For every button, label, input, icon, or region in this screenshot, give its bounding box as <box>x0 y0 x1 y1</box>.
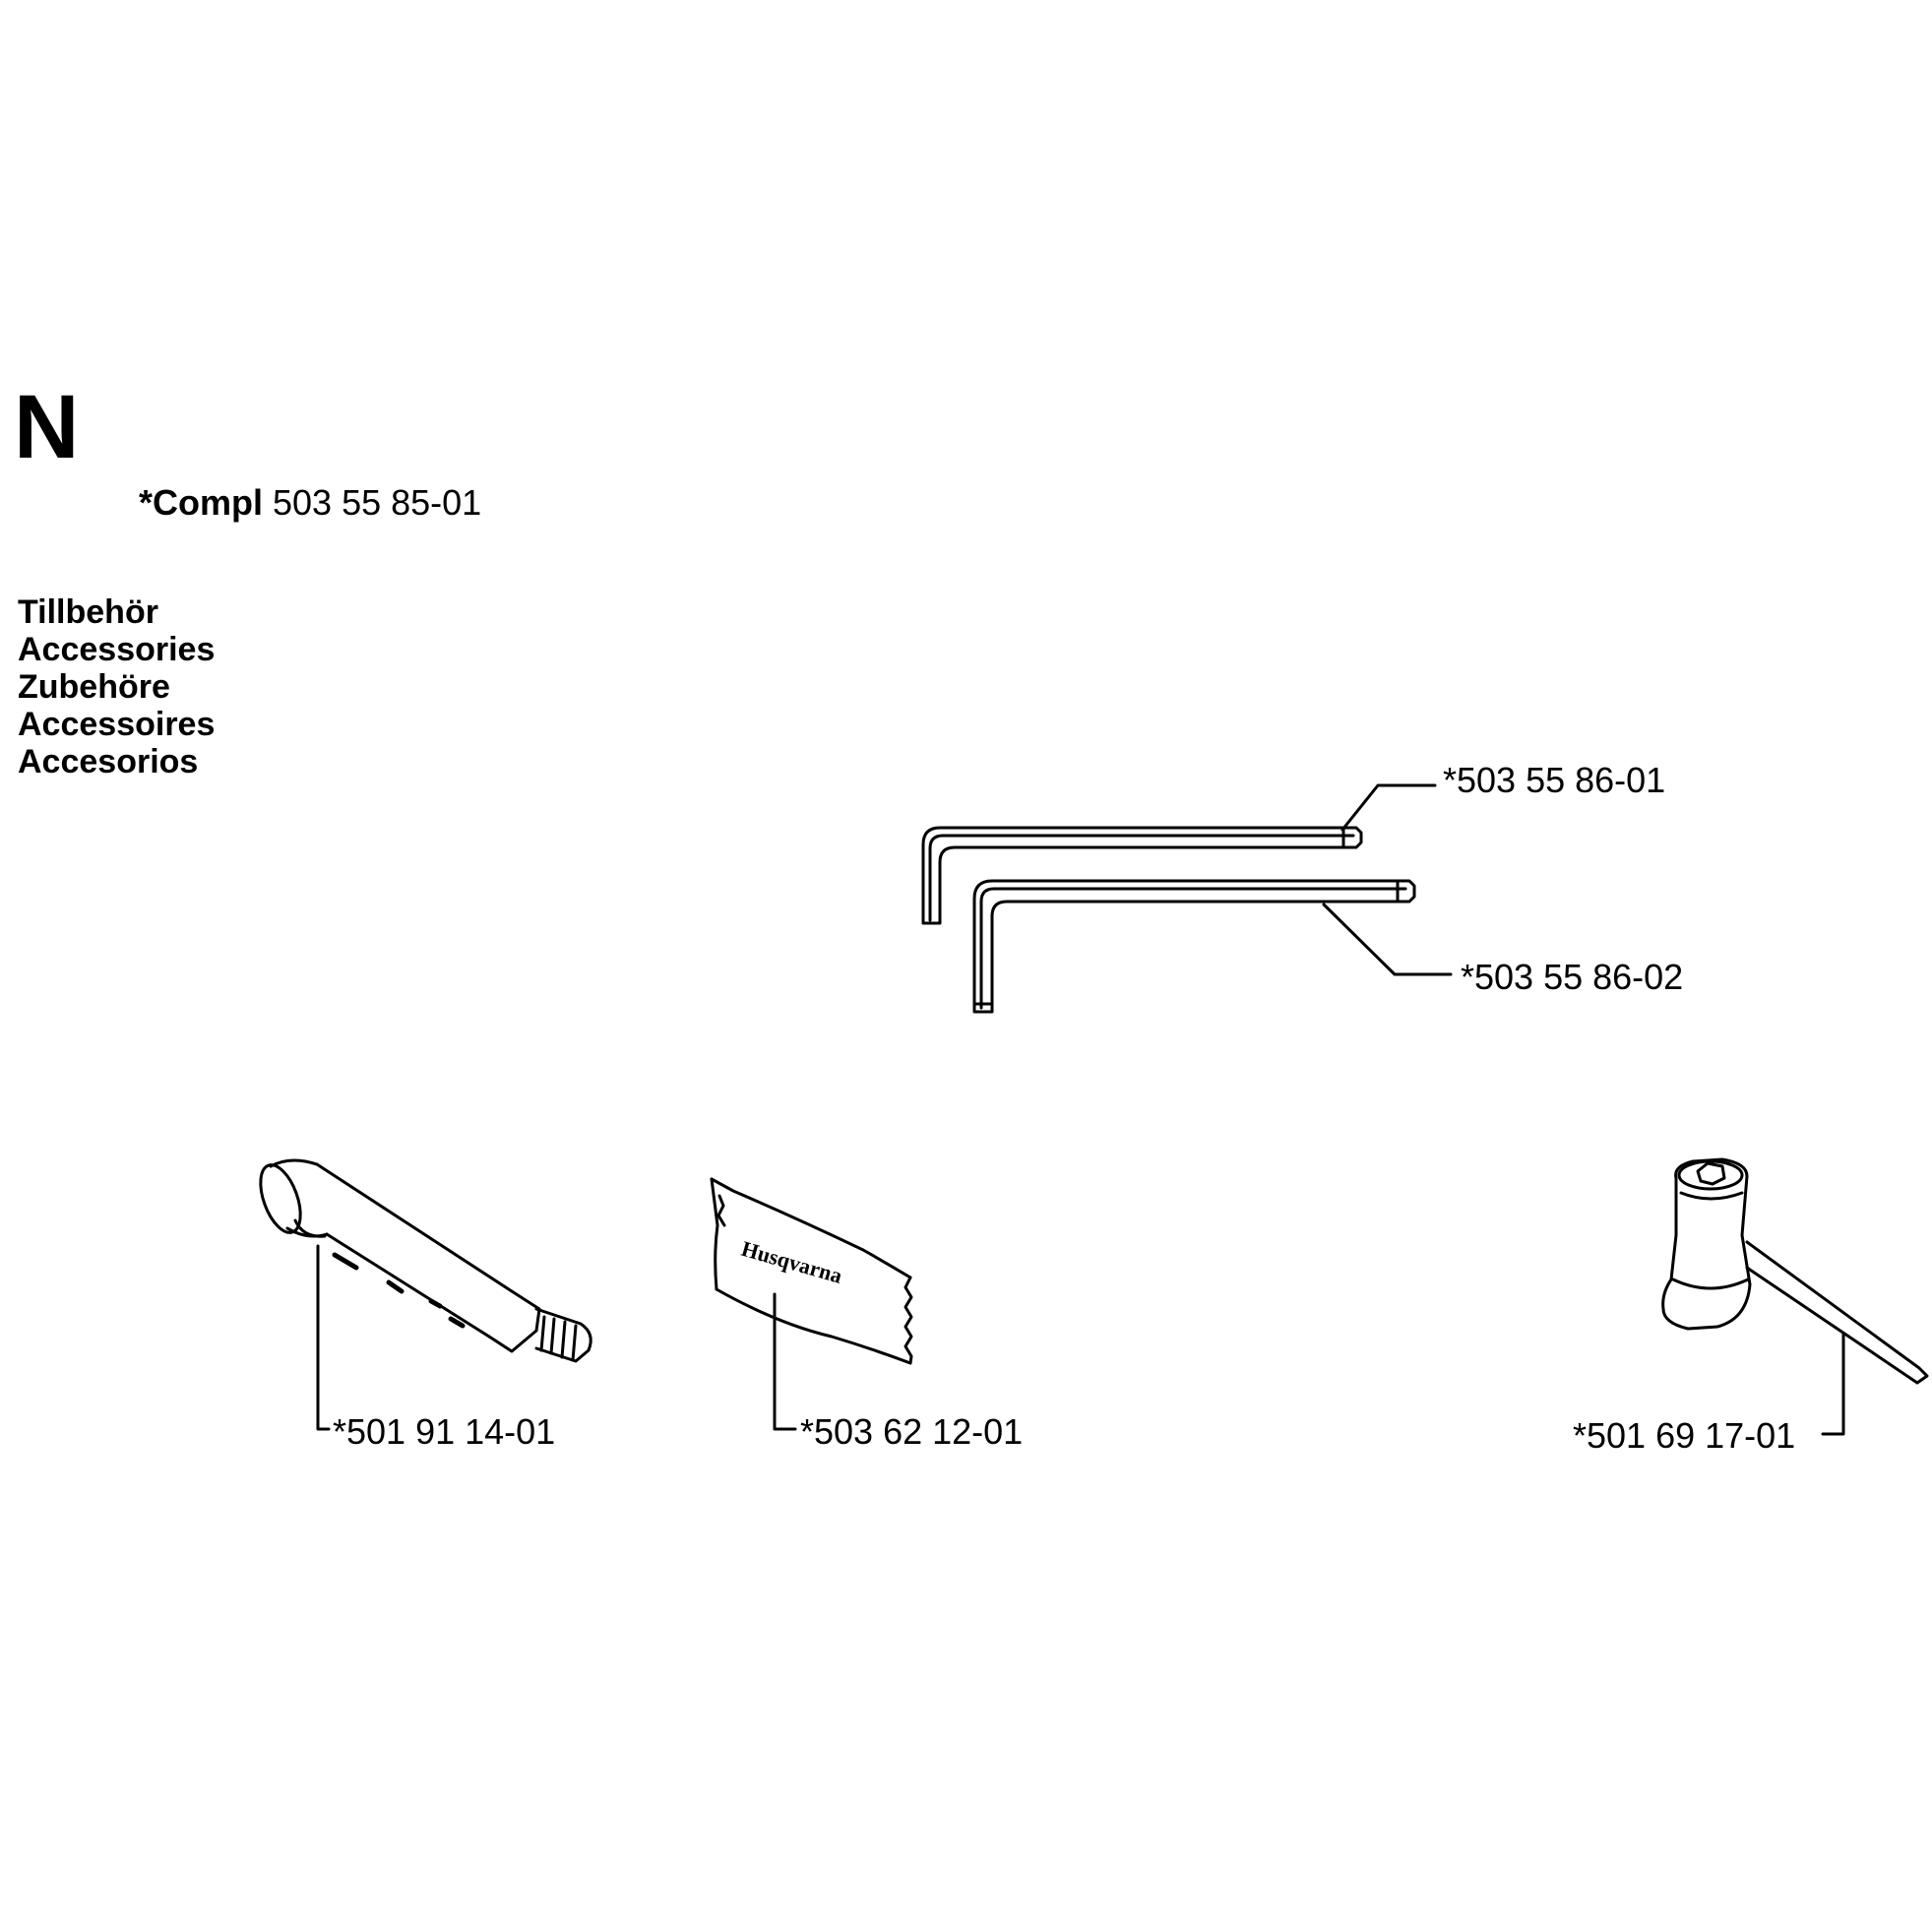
leader-line-combination-spanner <box>1821 1332 1845 1436</box>
part-number-hex-key-large: *503 55 86-01 <box>1443 760 1666 800</box>
title-spanish: Accesorios <box>18 743 199 780</box>
title-swedish: Tillbehör <box>18 593 158 631</box>
husqvarna-logo: Husqvarna <box>739 1236 845 1288</box>
leader-line-bag <box>773 1292 797 1431</box>
compl-part-number: 503 55 85-01 <box>273 482 482 523</box>
leader-line-grease-tube <box>316 1244 331 1431</box>
part-number-combination-spanner: *501 69 17-01 <box>1573 1415 1796 1456</box>
section-letter: N <box>14 377 80 477</box>
title-english: Accessories <box>18 631 216 668</box>
hex-key-small-illustration <box>972 879 1416 1014</box>
part-number-grease-tube: *501 91 14-01 <box>333 1411 556 1452</box>
hex-key-large-illustration <box>921 826 1363 925</box>
title-german: Zubehöre <box>18 668 170 706</box>
leader-lines-hex-keys <box>1322 783 1453 976</box>
part-number-bag: *503 62 12-01 <box>800 1411 1024 1452</box>
grease-tube-illustration <box>259 1158 592 1363</box>
section-titles: Tillbehör Accessories Zubehöre Accessoir… <box>18 593 215 780</box>
bag-illustration: Husqvarna <box>710 1177 913 1365</box>
part-number-hex-key-small: *503 55 86-02 <box>1461 957 1684 997</box>
compl-label: *Compl <box>139 482 263 523</box>
combination-spanner-illustration <box>1661 1157 1929 1385</box>
complete-kit-label: *Compl 503 55 85-01 <box>139 485 481 521</box>
title-french: Accessoires <box>18 706 216 743</box>
